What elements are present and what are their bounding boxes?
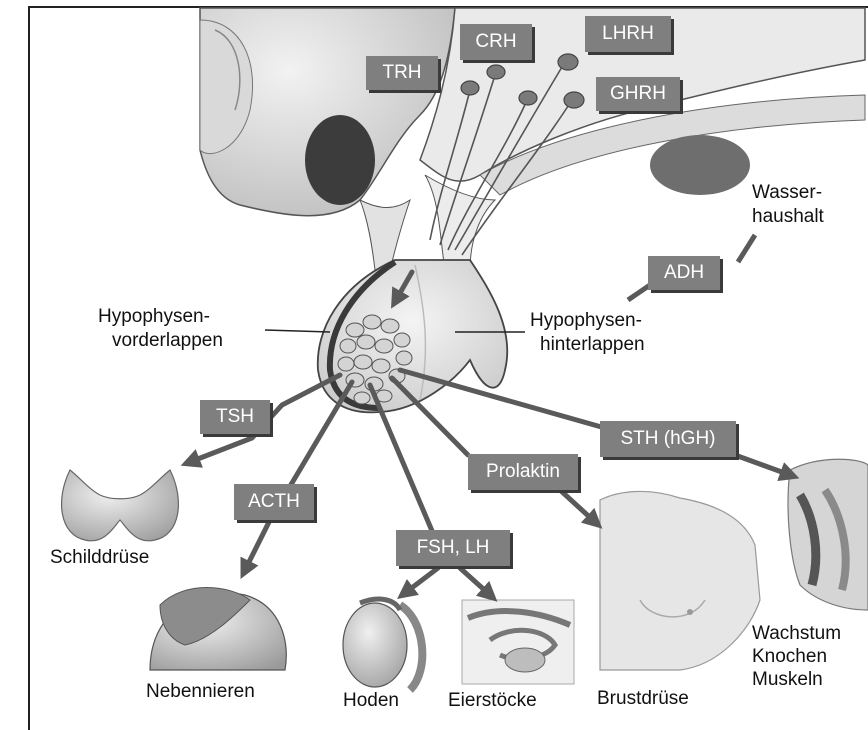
ovary-illustration xyxy=(462,600,574,684)
label-box-crh: CRH xyxy=(460,24,532,60)
label-eierstoecke: Eierstöcke xyxy=(448,690,537,712)
hypothalamus-illustration xyxy=(200,8,865,270)
label-box-fsh-lh: FSH, LH xyxy=(396,530,510,566)
muscle-arm-illustration xyxy=(788,459,868,610)
label-hhl-line2: hinterlappen xyxy=(540,334,645,356)
adrenal-kidney-illustration xyxy=(150,588,286,671)
label-hhl-line1: Hypophysen- xyxy=(530,310,642,332)
label-box-trh: TRH xyxy=(366,56,438,90)
label-schilddruese: Schilddrüse xyxy=(50,547,149,569)
label-brustdruese: Brustdrüse xyxy=(597,688,689,710)
thyroid-illustration xyxy=(62,470,179,541)
label-hvl-line1: Hypophysen- xyxy=(98,306,210,328)
label-hvl-line2: vorderlappen xyxy=(112,330,223,352)
label-box-tsh: TSH xyxy=(200,400,270,434)
label-wachstum: Wachstum xyxy=(752,623,841,645)
label-box-lhrh: LHRH xyxy=(585,16,671,52)
label-hoden: Hoden xyxy=(343,690,399,712)
label-box-adh: ADH xyxy=(648,256,720,290)
label-box-acth: ACTH xyxy=(234,484,314,520)
breast-torso-illustration xyxy=(600,491,760,670)
testis-illustration xyxy=(343,599,422,690)
label-box-sth: STH (hGH) xyxy=(600,421,736,457)
label-muskeln: Muskeln xyxy=(752,669,823,691)
label-nebennieren: Nebennieren xyxy=(146,681,255,703)
label-box-prolaktin: Prolaktin xyxy=(468,454,578,490)
label-knochen: Knochen xyxy=(752,646,827,668)
label-wasserhaushalt-line1: Wasser- xyxy=(752,182,822,204)
label-box-ghrh: GHRH xyxy=(596,77,680,111)
label-wasserhaushalt-line2: haushalt xyxy=(752,206,824,228)
